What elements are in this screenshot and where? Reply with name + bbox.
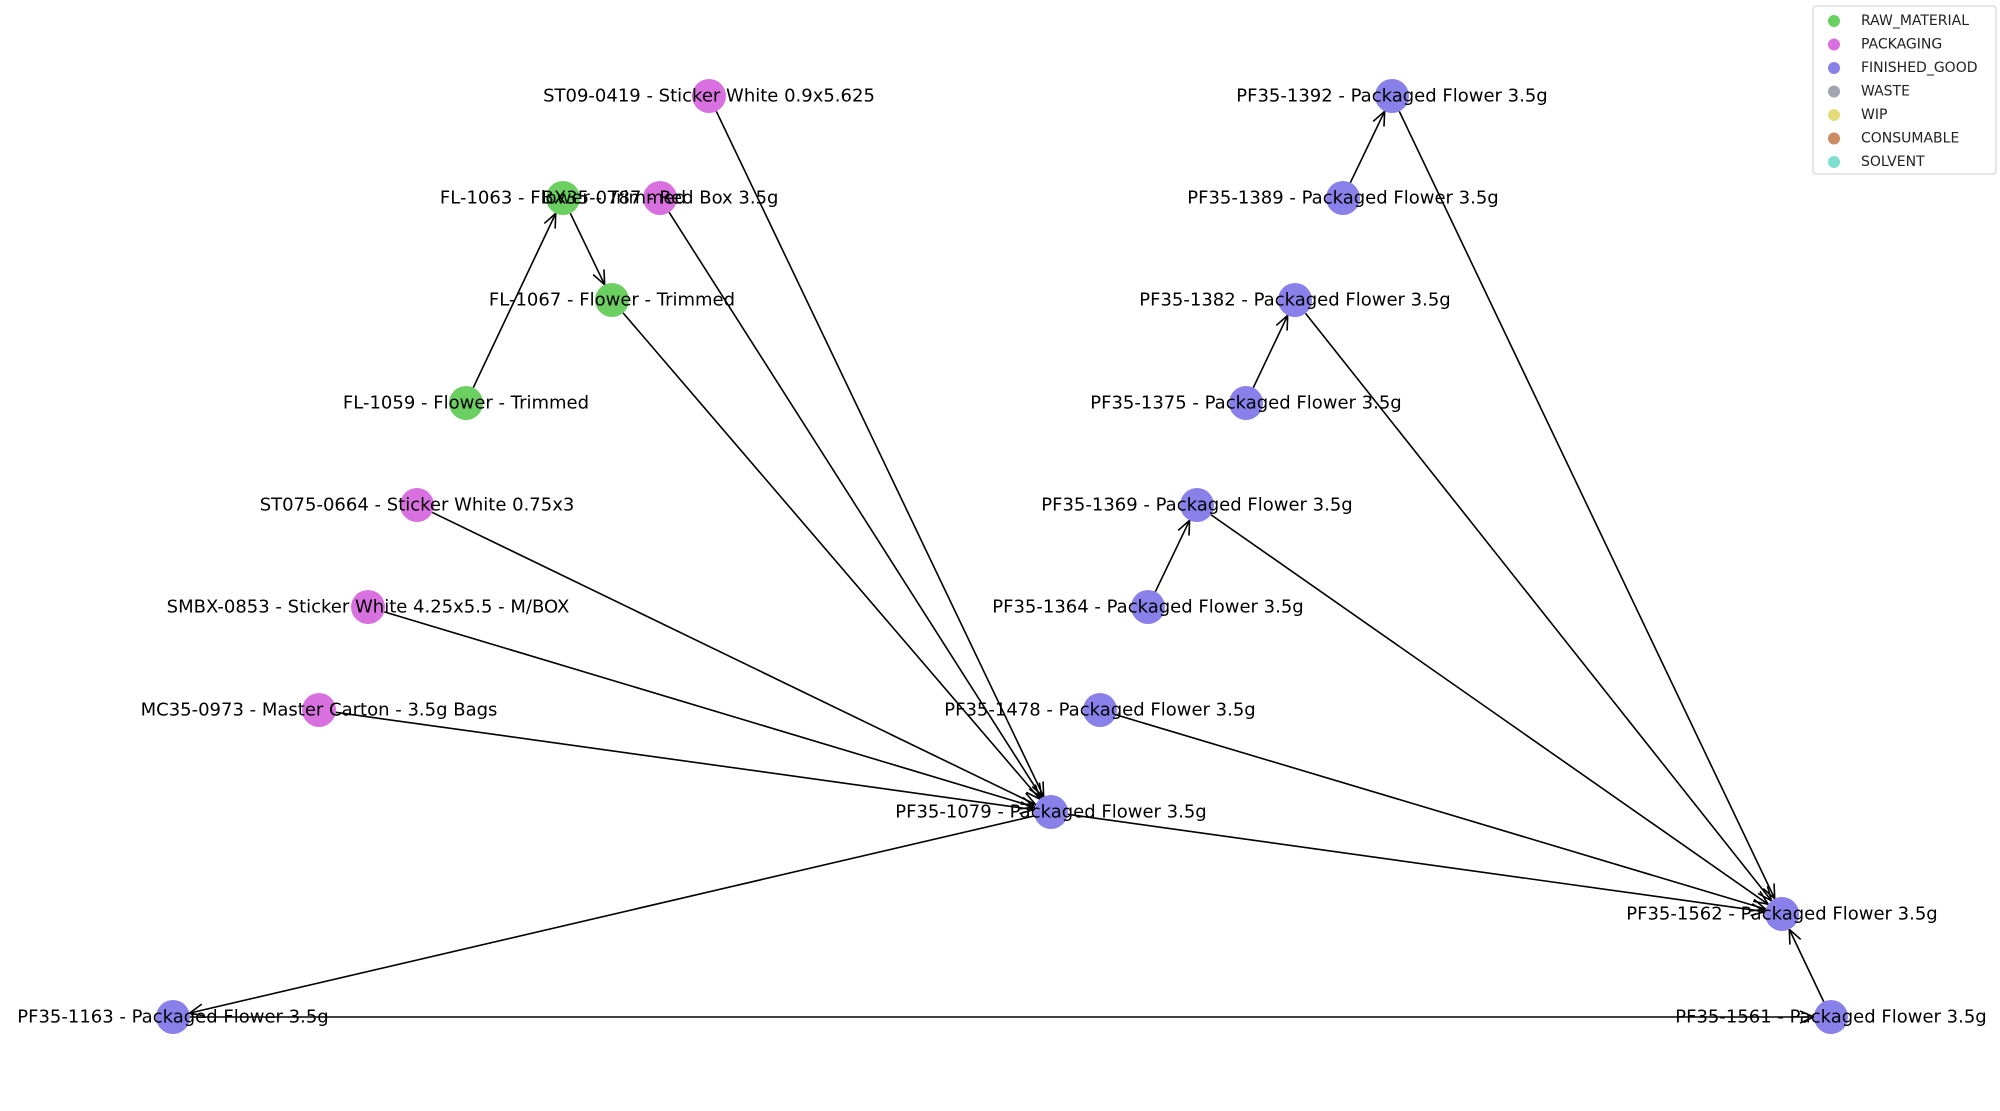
edge-line [431,511,1037,806]
node-PF35-1382[interactable] [1278,283,1312,317]
legend-label-raw-material: RAW_MATERIAL [1861,13,1969,29]
edge-arrowhead [1788,927,1802,945]
node-label-FL-1063: FL-1063 - Flower - Trimmed [440,188,686,209]
node-label-PF35-1478: PF35-1478 - Packaged Flower 3.5g [944,700,1255,721]
node-label-PF35-1562: PF35-1562 - Packaged Flower 3.5g [1626,904,1937,925]
node-label-PF35-1163: PF35-1163 - Packaged Flower 3.5g [17,1007,328,1028]
legend-label-wip: WIP [1861,107,1887,123]
node-PF35-1375[interactable] [1229,386,1263,420]
edge-ST075-0664-to-PF35-1079 [431,511,1038,806]
legend-frame [1812,5,1997,175]
edge-line [1788,929,1825,1002]
edge-PF35-1364-to-PF35-1369 [1154,518,1191,593]
legend-label-packaging: PACKAGING [1861,37,1942,53]
edge-PF35-1163-to-PF35-1561 [190,1010,1817,1024]
node-ST075-0664[interactable] [400,488,434,522]
node-label-PF35-1392: PF35-1392 - Packaged Flower 3.5g [1236,86,1547,107]
legend-marker-solvent [1828,156,1840,168]
edge-PF35-1392-to-PF35-1562 [1398,111,1776,901]
edge-PF35-1079-to-PF35-1163 [187,815,1035,1017]
legend-marker-finished-good [1828,62,1840,74]
node-label-PF35-1561: PF35-1561 - Packaged Flower 3.5g [1675,1007,1986,1028]
node-label-MC35-0973: MC35-0973 - Master Carton - 3.5g Bags [141,700,498,721]
edge-line [1252,315,1289,388]
node-label-SMBX-0853: SMBX-0853 - Sticker White 4.25x5.5 - M/B… [167,597,570,618]
edge-line [1349,110,1386,184]
edge-arrowhead [1275,313,1289,331]
legend-marker-waste [1828,85,1840,98]
edge-line [189,815,1035,1014]
edge-line [472,213,557,388]
node-label-PF35-1369: PF35-1369 - Packaged Flower 3.5g [1041,495,1352,516]
legend-marker-consumable [1828,132,1840,145]
node-PF35-1389[interactable] [1326,181,1360,215]
node-label-ST09-0419: ST09-0419 - Sticker White 0.9x5.625 [543,86,875,107]
node-label-PF35-1079: PF35-1079 - Packaged Flower 3.5g [895,802,1206,823]
edge-arrowhead [1750,898,1768,912]
edge-line [1116,714,1766,910]
node-FL-1067[interactable] [595,283,629,317]
edge-arrowhead [592,269,606,287]
edge-FL-1063-to-FL-1067 [569,212,606,287]
node-BX35-0787[interactable] [643,181,677,215]
edge-line [569,212,606,286]
legend-marker-raw-material [1828,15,1840,27]
node-ST09-0419[interactable] [692,79,726,113]
node-label-PF35-1364: PF35-1364 - Packaged Flower 3.5g [992,597,1303,618]
legend-marker-wip [1828,109,1840,121]
legend-label-consumable: CONSUMABLE [1861,131,1959,147]
node-label-FL-1059: FL-1059 - Flower - Trimmed [343,393,589,414]
edge-arrowhead [187,1003,205,1017]
edge-ST09-0419-to-PF35-1079 [715,110,1045,799]
node-PF35-1364[interactable] [1131,590,1165,624]
node-FL-1059[interactable] [449,386,483,420]
node-PF35-1163[interactable] [156,1000,190,1034]
node-SMBX-0853[interactable] [351,590,385,624]
edge-line [715,110,1045,798]
node-label-PF35-1382: PF35-1382 - Packaged Flower 3.5g [1139,290,1450,311]
edge-line [384,611,1035,808]
legend-label-waste: WASTE [1861,84,1910,100]
edge-line [668,211,1043,799]
nodes-layer [156,79,1848,1034]
edge-PF35-1478-to-PF35-1562 [1116,714,1768,912]
edge-PF35-1389-to-PF35-1392 [1349,109,1386,184]
node-PF35-1369[interactable] [1180,488,1214,522]
node-label-ST075-0664: ST075-0664 - Sticker White 0.75x3 [260,495,575,516]
edge-arrowhead [1177,518,1191,536]
edge-line [1210,514,1769,905]
legend-items: RAW_MATERIAL PACKAGING FINISHED_GOOD WASTE W… [1828,13,1978,170]
legend-label-solvent: SOLVENT [1861,154,1925,170]
node-label-PF35-1389: PF35-1389 - Packaged Flower 3.5g [1187,188,1498,209]
node-FL-1063[interactable] [546,181,580,215]
edges-layer [187,109,1825,1024]
edge-line [622,312,1041,800]
node-PF35-1392[interactable] [1375,79,1409,113]
node-MC35-0973[interactable] [302,693,336,727]
node-PF35-1478[interactable] [1083,693,1117,727]
edge-FL-1067-to-PF35-1079 [622,312,1042,801]
legend: RAW_MATERIAL PACKAGING FINISHED_GOOD WASTE W… [1812,5,1997,175]
edge-PF35-1375-to-PF35-1382 [1252,313,1289,388]
edge-line [335,711,1035,811]
edge-PF35-1561-to-PF35-1562 [1788,927,1825,1002]
edge-line [1067,813,1766,913]
edge-line [1304,312,1773,902]
node-PF35-1561[interactable] [1814,1000,1848,1034]
node-PF35-1079[interactable] [1034,795,1068,829]
edge-line [1398,111,1776,899]
legend-marker-packaging [1828,38,1840,51]
edge-MC35-0973-to-PF35-1079 [335,711,1037,815]
node-PF35-1562[interactable] [1765,897,1799,931]
legend-label-finished-good: FINISHED_GOOD [1861,60,1978,76]
edge-line [1154,519,1191,593]
node-label-FL-1067: FL-1067 - Flower - Trimmed [489,290,735,311]
node-label-BX35-0787: BX35-0787 - Red Box 3.5g [542,188,779,209]
edge-arrowhead [1372,109,1386,127]
node-label-PF35-1375: PF35-1375 - Packaged Flower 3.5g [1090,393,1401,414]
labels-layer: ST09-0419 - Sticker White 0.9x5.625FL-10… [17,86,1986,1028]
